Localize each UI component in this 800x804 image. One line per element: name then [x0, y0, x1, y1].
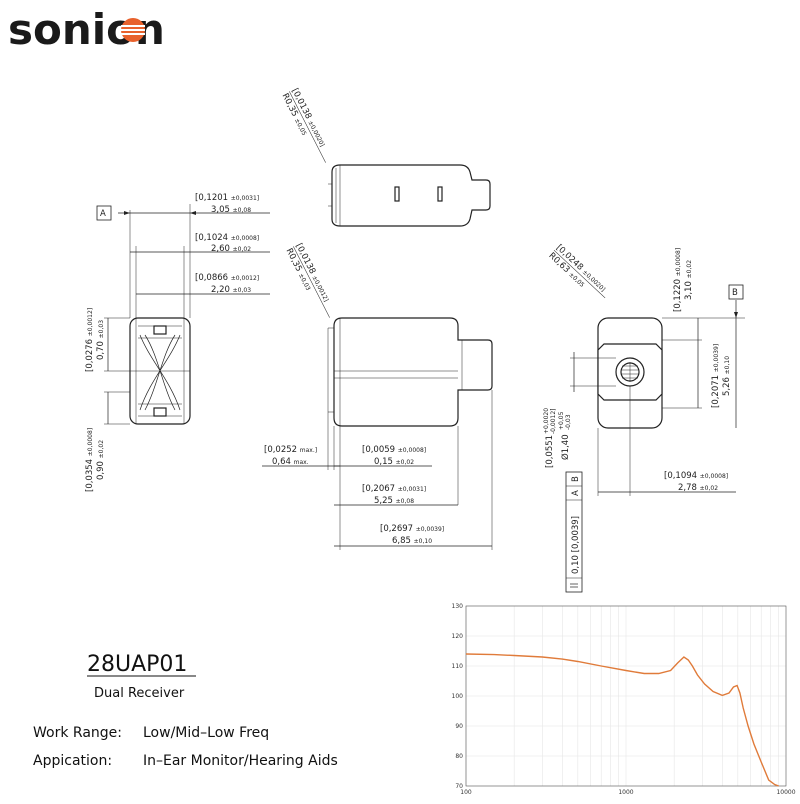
svg-text:-0,03: -0,03 — [565, 414, 572, 430]
svg-text:[0,0059 ±0,0008]: [0,0059 ±0,0008] — [362, 445, 426, 455]
svg-text:3,10 ±0,02: 3,10 ±0,02 — [684, 260, 694, 300]
logo-o-accent-icon — [121, 18, 145, 42]
svg-text:0,64 max.: 0,64 max. — [272, 457, 309, 467]
chart-y-tick-label: 80 — [455, 753, 463, 760]
svg-text:[0,2067 ±0,0031]: [0,2067 ±0,0031] — [362, 484, 426, 494]
side-width-dimensions: [0,1201 ±0,0031] 3,05 ±0,08 [0,1024 ±0,0… — [118, 193, 270, 318]
work-range-label: Work Range: — [33, 725, 122, 741]
end-radius-callout: [0,0248 ±0,0020] R0,63 ±0,05 — [546, 243, 606, 299]
product-subtitle: Dual Receiver — [94, 686, 185, 701]
chart-y-tick-label: 110 — [452, 663, 464, 670]
svg-text:A: A — [100, 209, 106, 219]
front-view-drawing — [327, 317, 493, 427]
application-label: Appication: — [33, 753, 112, 769]
svg-text:2,78 ±0,02: 2,78 ±0,02 — [678, 483, 718, 493]
svg-text:[0,2697 ±0,0039]: [0,2697 ±0,0039] — [380, 524, 444, 534]
svg-text:B: B — [571, 476, 581, 482]
top-radius-callout: [0,0138 ±0,0020] R0,35 ±0,05 — [280, 87, 326, 163]
front-radius-callout: [0,0138 ±0,0012] R0,35 ±0,03 — [284, 242, 330, 318]
port-diameter-dimension: [0,0551 +0,0020 -0,0012] Ø1,40 +0,05 -0,… — [543, 352, 616, 468]
svg-text:Ø1,40: Ø1,40 — [560, 434, 571, 460]
svg-text:+0,0020: +0,0020 — [543, 408, 550, 434]
chart-y-tick-label: 120 — [452, 633, 464, 640]
svg-text:B: B — [732, 288, 738, 298]
svg-text:0,15 ±0,02: 0,15 ±0,02 — [374, 457, 414, 467]
datum-b-box: B — [728, 284, 744, 300]
svg-text:0,90 ±0,02: 0,90 ±0,02 — [96, 440, 106, 480]
end-height-dimensions: [0,1220 ±0,0008] 3,10 ±0,02 [0,2071 ±0,0… — [662, 248, 745, 428]
svg-text:+0,05: +0,05 — [558, 411, 565, 430]
top-view-drawing — [328, 164, 491, 227]
chart-x-tick-label: 1000 — [618, 789, 633, 796]
parallelism-icon — [570, 583, 578, 588]
chart-x-tick-label: 10000 — [776, 789, 795, 796]
port-offset-dimension: [0,1094 ±0,0008] 2,78 ±0,02 — [597, 386, 736, 496]
svg-text:5,25 ±0,08: 5,25 ±0,08 — [374, 496, 414, 506]
svg-text:[0,0252 max.]: [0,0252 max.] — [264, 445, 317, 455]
work-range-value: Low/Mid–Low Freq — [143, 725, 269, 741]
svg-text:-0,0012]: -0,0012] — [550, 409, 557, 435]
svg-text:[0,2071 ±0,0039]: [0,2071 ±0,0039] — [711, 344, 721, 408]
svg-text:0,10 [0,0039]: 0,10 [0,0039] — [571, 516, 581, 574]
svg-text:2,60 ±0,02: 2,60 ±0,02 — [211, 244, 251, 254]
chart-x-tick-label: 100 — [460, 789, 472, 796]
svg-text:[0,1220 ±0,0008]: [0,1220 ±0,0008] — [673, 248, 683, 312]
svg-text:5,26 ±0,10: 5,26 ±0,10 — [722, 356, 732, 396]
svg-text:[0,0276 ±0,0012]: [0,0276 ±0,0012] — [85, 308, 95, 372]
svg-text:A: A — [571, 490, 581, 496]
svg-text:[0,0866 ±0,0012]: [0,0866 ±0,0012] — [195, 273, 259, 283]
svg-text:6,85 ±0,10: 6,85 ±0,10 — [392, 536, 432, 546]
svg-text:[0,1094 ±0,0008]: [0,1094 ±0,0008] — [664, 471, 728, 481]
chart-y-tick-label: 70 — [455, 783, 463, 790]
product-info: 28UAP01 Dual Receiver Work Range: Low/Mi… — [33, 652, 338, 769]
frequency-response-chart: 70 80 90 100 110 120 130 100 1000 10000 — [452, 603, 796, 796]
svg-text:0,70 ±0,03: 0,70 ±0,03 — [96, 320, 106, 360]
datum-a-box: A — [96, 205, 112, 221]
side-height-dimensions: [0,0276 ±0,0012] 0,70 ±0,03 [0,0354 ±0,0… — [85, 308, 130, 492]
front-length-dimensions: [0,0252 max.] 0,64 max. [0,0059 ±0,0008]… — [262, 390, 493, 550]
svg-text:2,20 ±0,03: 2,20 ±0,03 — [211, 285, 251, 295]
svg-text:[0,1201 ±0,0031]: [0,1201 ±0,0031] — [195, 193, 259, 203]
side-view-drawing — [129, 317, 191, 425]
model-name: 28UAP01 — [87, 652, 187, 677]
chart-y-tick-label: 130 — [452, 603, 464, 610]
svg-text:[0,0354 ±0,0008]: [0,0354 ±0,0008] — [85, 428, 95, 492]
application-value: In–Ear Monitor/Hearing Aids — [143, 753, 338, 769]
svg-text:[0,0551: [0,0551 — [545, 435, 555, 468]
svg-text:[0,1024 ±0,0008]: [0,1024 ±0,0008] — [195, 233, 259, 243]
svg-text:3,05 ±0,08: 3,05 ±0,08 — [211, 205, 251, 215]
chart-series-line — [465, 653, 779, 787]
chart-frame — [465, 605, 787, 787]
sonion-logo: sonion — [8, 5, 165, 54]
feature-control-frame: B A 0,10 [0,0039] — [565, 471, 583, 593]
chart-y-tick-label: 100 — [452, 693, 464, 700]
chart-y-tick-label: 90 — [455, 723, 463, 730]
